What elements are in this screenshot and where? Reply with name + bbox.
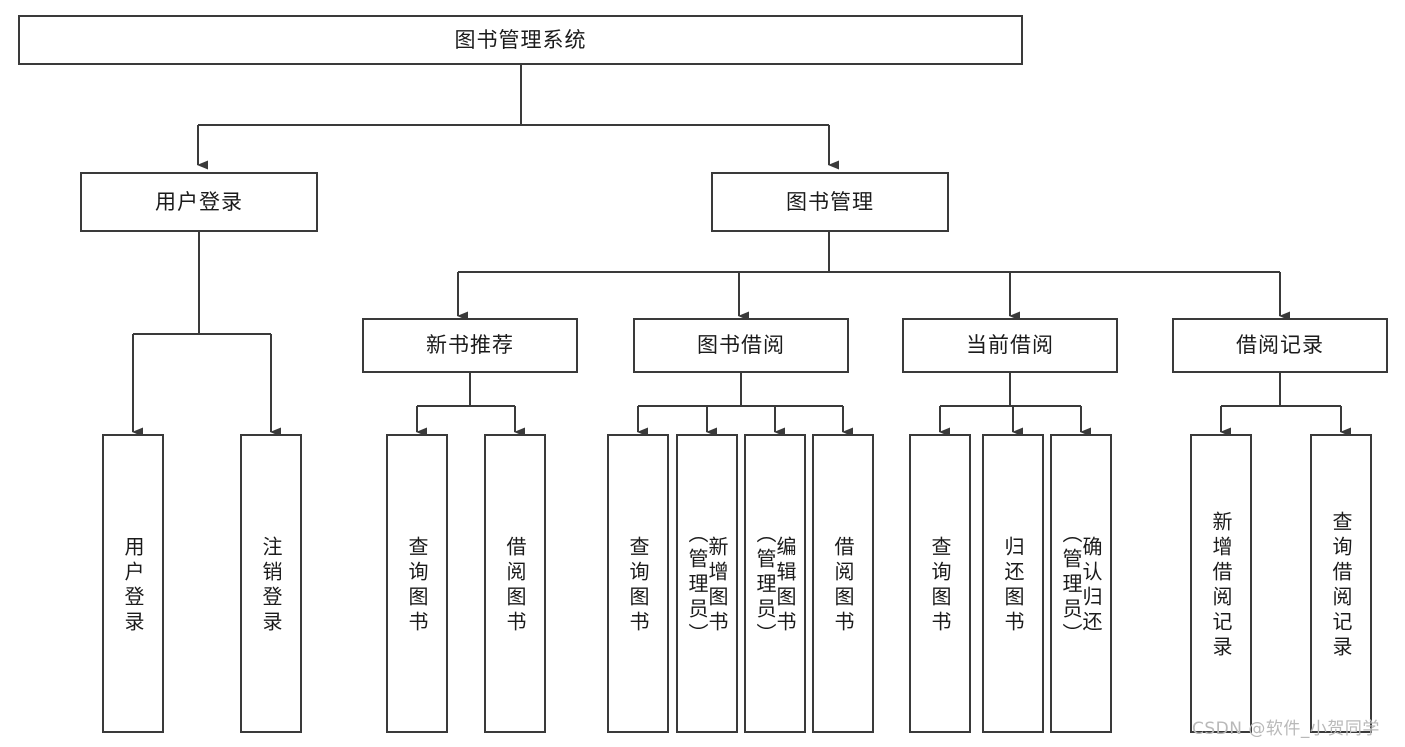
- node-label-current-query-book: 查询图书: [928, 535, 952, 636]
- leaf-text-wrap: 编辑图书 （管理员）: [746, 436, 804, 731]
- leaf-text-wrap: 新增借阅记录: [1192, 436, 1250, 731]
- connector-lines: [131, 65, 1351, 437]
- leaf-text-wrap: 借阅图书: [814, 436, 872, 731]
- node-label-current-borrow: 当前借阅: [966, 333, 1054, 358]
- node-label-user-login: 用户登录: [155, 189, 243, 214]
- node-label-recommend-borrow-book: 借阅图书: [503, 535, 527, 636]
- node-label-borrow-edit-book: 编辑图书 （管理员）: [753, 523, 797, 648]
- node-user-logout[interactable]: 注销登录: [240, 434, 302, 733]
- leaf-text-wrap: 借阅图书: [486, 436, 544, 731]
- leaf-text-wrap: 注销登录: [242, 436, 300, 731]
- leaf-text-wrap: 归还图书: [984, 436, 1042, 731]
- node-recommend-borrow-book[interactable]: 借阅图书: [484, 434, 546, 733]
- node-label-book-management: 图书管理: [786, 189, 874, 214]
- node-root[interactable]: 图书管理系统: [18, 15, 1023, 65]
- node-label-borrow-query-book: 查询图书: [626, 535, 650, 636]
- node-label-current-return-book: 归还图书: [1001, 535, 1025, 636]
- node-current-confirm-return[interactable]: 确认归还 （管理员）: [1050, 434, 1112, 733]
- node-label-records-add: 新增借阅记录: [1209, 510, 1233, 661]
- node-label-borrow-borrow-book: 借阅图书: [831, 535, 855, 636]
- node-label-book-borrow: 图书借阅: [697, 333, 785, 358]
- node-label-user-login-do: 用户登录: [121, 535, 145, 636]
- node-new-book-recommend[interactable]: 新书推荐: [362, 318, 578, 373]
- node-records-add[interactable]: 新增借阅记录: [1190, 434, 1252, 733]
- node-label-borrow-add-book: 新增图书 （管理员）: [685, 523, 729, 648]
- node-records-query[interactable]: 查询借阅记录: [1310, 434, 1372, 733]
- node-user-login[interactable]: 用户登录: [80, 172, 318, 232]
- node-book-management[interactable]: 图书管理: [711, 172, 949, 232]
- node-label-borrow-records: 借阅记录: [1236, 333, 1324, 358]
- node-label-user-logout: 注销登录: [259, 535, 283, 636]
- node-book-borrow[interactable]: 图书借阅: [633, 318, 849, 373]
- leaf-text-wrap: 查询借阅记录: [1312, 436, 1370, 731]
- leaf-text-wrap: 查询图书: [388, 436, 446, 731]
- leaf-text-wrap: 查询图书: [911, 436, 969, 731]
- node-user-login-do[interactable]: 用户登录: [102, 434, 164, 733]
- node-borrow-add-book[interactable]: 新增图书 （管理员）: [676, 434, 738, 733]
- leaf-text-wrap: 用户登录: [104, 436, 162, 731]
- node-current-borrow[interactable]: 当前借阅: [902, 318, 1118, 373]
- leaf-text-wrap: 新增图书 （管理员）: [678, 436, 736, 731]
- node-borrow-edit-book[interactable]: 编辑图书 （管理员）: [744, 434, 806, 733]
- node-borrow-records[interactable]: 借阅记录: [1172, 318, 1388, 373]
- node-label-current-confirm-return: 确认归还 （管理员）: [1059, 523, 1103, 648]
- node-label-recommend-query-book: 查询图书: [405, 535, 429, 636]
- leaf-text-wrap: 确认归还 （管理员）: [1052, 436, 1110, 731]
- node-label-root: 图书管理系统: [454, 27, 587, 52]
- leaf-text-wrap: 查询图书: [609, 436, 667, 731]
- node-label-records-query: 查询借阅记录: [1329, 510, 1353, 661]
- node-current-query-book[interactable]: 查询图书: [909, 434, 971, 733]
- node-current-return-book[interactable]: 归还图书: [982, 434, 1044, 733]
- node-borrow-query-book[interactable]: 查询图书: [607, 434, 669, 733]
- node-recommend-query-book[interactable]: 查询图书: [386, 434, 448, 733]
- node-borrow-borrow-book[interactable]: 借阅图书: [812, 434, 874, 733]
- node-label-new-book-recommend: 新书推荐: [426, 333, 514, 358]
